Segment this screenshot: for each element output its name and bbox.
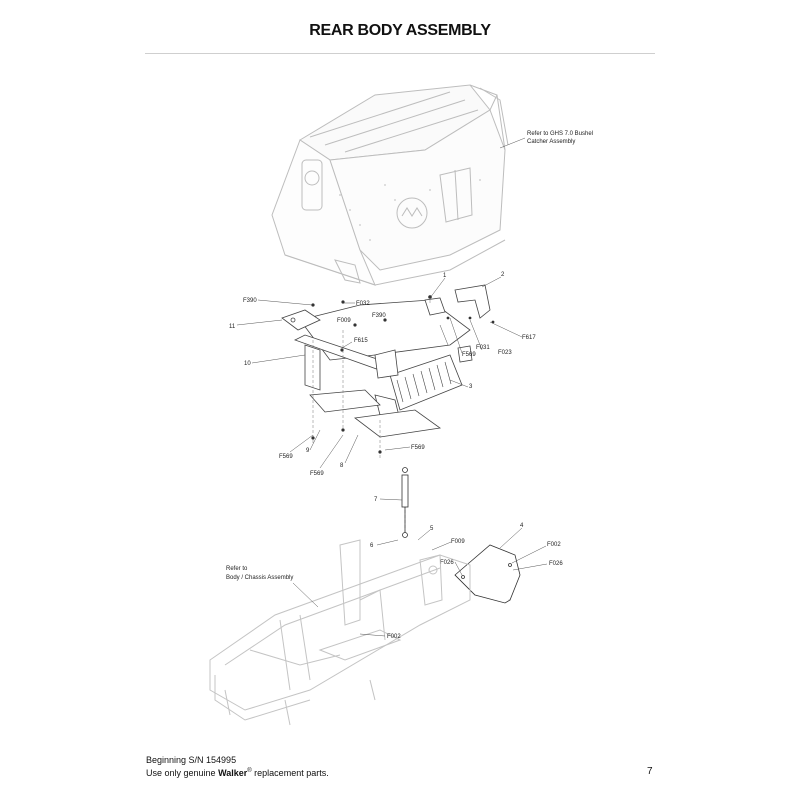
label-f390-a: F390: [243, 298, 257, 304]
chassis-frame-illustration: [209, 539, 471, 726]
label-part-4: 4: [520, 523, 524, 529]
footer-registered-mark: ®: [247, 768, 252, 774]
label-f615: F615: [354, 338, 368, 344]
page-footer: Beginning S/N 154995 Use only genuine Wa…: [146, 755, 329, 779]
footer-parts-prefix: Use only genuine: [146, 768, 219, 778]
mount-tray-illustration: [281, 284, 491, 438]
label-f023: F023: [498, 350, 512, 356]
mid-leaders: [236, 276, 523, 469]
footer-parts-suffix: replacement parts.: [251, 768, 329, 778]
title-divider: [145, 53, 655, 54]
label-f026-b: F026: [440, 560, 454, 566]
label-f569-c: F569: [310, 471, 324, 477]
label-f009-a: F009: [337, 318, 351, 324]
label-f002-b: F002: [387, 634, 401, 640]
label-part-9: 9: [306, 448, 310, 454]
catcher-reference-leader: [499, 137, 526, 149]
label-f569-b: F569: [279, 454, 293, 460]
grass-catcher-illustration: [271, 84, 509, 286]
label-part-3: 3: [469, 384, 473, 390]
gas-strut-illustration: [401, 467, 409, 538]
label-f026-a: F026: [549, 561, 563, 567]
label-part-8: 8: [340, 463, 344, 469]
label-f569-a: F569: [462, 352, 476, 358]
chassis-reference-label-1: Refer to: [226, 566, 248, 572]
label-f617: F617: [522, 335, 536, 341]
label-part-2: 2: [501, 272, 505, 278]
catcher-reference-label-2: Catcher Assembly: [527, 139, 575, 145]
hardware-fasteners: [311, 295, 495, 454]
footer-brand: Walker: [218, 768, 248, 778]
cover-plate-illustration: [454, 544, 521, 604]
page-number: 7: [647, 766, 653, 777]
label-f031: F031: [476, 345, 490, 351]
footer-serial: Beginning S/N 154995: [146, 755, 237, 765]
label-part-1: 1: [443, 273, 447, 279]
label-f009-b: F009: [451, 539, 465, 545]
label-part-5: 5: [430, 526, 434, 532]
label-f390-b: F390: [372, 313, 386, 319]
page-title: REAR BODY ASSEMBLY: [309, 22, 491, 39]
label-part-6: 6: [370, 543, 374, 549]
label-part-7: 7: [374, 497, 378, 503]
label-f569-d: F569: [411, 445, 425, 451]
label-part-10: 10: [244, 361, 251, 367]
label-f032: F032: [356, 301, 370, 307]
label-f002-a: F002: [547, 542, 561, 548]
catcher-reference-label-1: Refer to GHS 7.0 Bushel: [527, 131, 593, 137]
chassis-reference-label-2: Body / Chassis Assembly: [226, 575, 293, 581]
footer-parts-notice: Use only genuine Walker® replacement par…: [146, 766, 329, 779]
label-part-11: 11: [229, 324, 236, 330]
